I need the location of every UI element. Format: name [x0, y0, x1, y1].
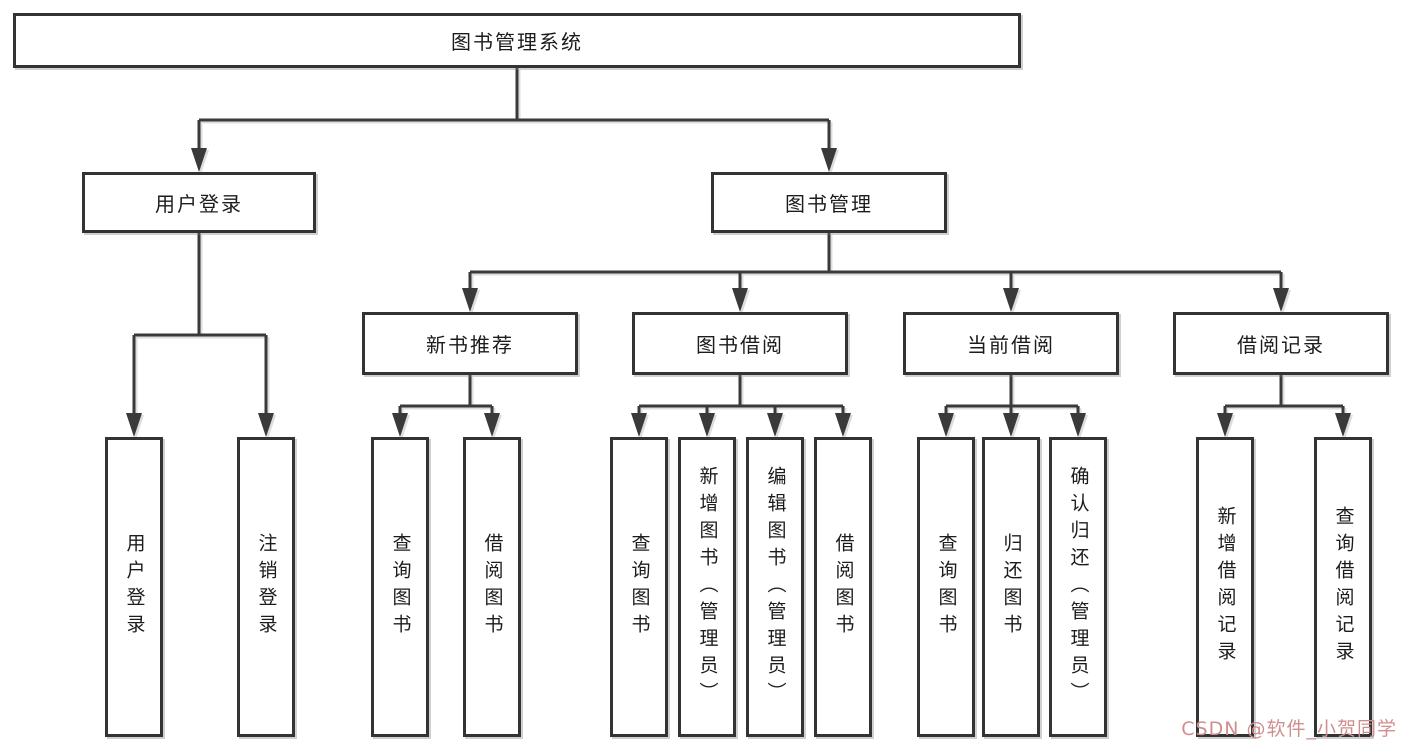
node-root-system: 图书管理系统	[13, 13, 1021, 68]
connector-book-management-to-level3	[462, 233, 1289, 312]
node-new-book-recommend-label: 新书推荐	[426, 333, 514, 357]
leaf-add-borrow-record-label: 新增借阅记录	[1214, 506, 1237, 668]
node-book-management-label: 图书管理	[785, 192, 873, 216]
csdn-watermark: CSDN @软件_小贺同学	[1181, 718, 1397, 740]
node-book-borrow: 图书借阅	[632, 312, 848, 375]
connector-book-borrow-to-leaves	[631, 375, 851, 437]
leaf-query-books-borrow-label: 查询图书	[628, 533, 651, 641]
node-borrow-records-label: 借阅记录	[1237, 333, 1325, 357]
leaf-return-book: 归还图书	[982, 437, 1040, 737]
leaf-query-borrow-record: 查询借阅记录	[1314, 437, 1372, 737]
leaf-borrow-books-recommend: 借阅图书	[463, 437, 521, 737]
leaf-query-borrow-record-label: 查询借阅记录	[1332, 506, 1355, 668]
connector-user-login-to-leaves	[126, 233, 274, 437]
leaf-add-borrow-record: 新增借阅记录	[1196, 437, 1254, 737]
leaf-confirm-return-admin-label: 确认归还（管理员）	[1067, 465, 1090, 709]
leaf-add-book-admin-label: 新增图书（管理员）	[696, 465, 719, 709]
leaf-edit-book-admin: 编辑图书（管理员）	[746, 437, 804, 737]
connector-borrow-records-to-leaves	[1217, 375, 1351, 437]
connector-new-book-recommend-to-leaves	[392, 375, 500, 437]
leaf-borrow-books-borrow-label: 借阅图书	[832, 533, 855, 641]
node-book-management: 图书管理	[711, 172, 947, 233]
leaf-return-book-label: 归还图书	[1000, 533, 1023, 641]
node-user-login: 用户登录	[82, 172, 316, 233]
leaf-logout: 注销登录	[237, 437, 295, 737]
leaf-confirm-return-admin: 确认归还（管理员）	[1049, 437, 1107, 737]
node-user-login-label: 用户登录	[155, 192, 243, 216]
node-borrow-records: 借阅记录	[1173, 312, 1389, 375]
leaf-borrow-books-borrow: 借阅图书	[814, 437, 872, 737]
connector-current-borrow-to-leaves	[938, 375, 1086, 437]
leaf-edit-book-admin-label: 编辑图书（管理员）	[764, 465, 787, 709]
leaf-query-books-recommend: 查询图书	[371, 437, 429, 737]
leaf-logout-label: 注销登录	[255, 533, 278, 641]
node-book-borrow-label: 图书借阅	[696, 333, 784, 357]
node-root-label: 图书管理系统	[451, 30, 583, 54]
connector-root-to-level2	[191, 68, 837, 172]
leaf-user-login-label: 用户登录	[123, 533, 146, 641]
leaf-user-login: 用户登录	[105, 437, 163, 737]
leaf-query-books-borrow: 查询图书	[610, 437, 668, 737]
leaf-query-books-current-label: 查询图书	[935, 533, 958, 641]
leaf-borrow-books-recommend-label: 借阅图书	[481, 533, 504, 641]
node-new-book-recommend: 新书推荐	[362, 312, 578, 375]
leaf-add-book-admin: 新增图书（管理员）	[678, 437, 736, 737]
node-current-borrow: 当前借阅	[903, 312, 1119, 375]
leaf-query-books-recommend-label: 查询图书	[389, 533, 412, 641]
node-current-borrow-label: 当前借阅	[967, 333, 1055, 357]
leaf-query-books-current: 查询图书	[917, 437, 975, 737]
